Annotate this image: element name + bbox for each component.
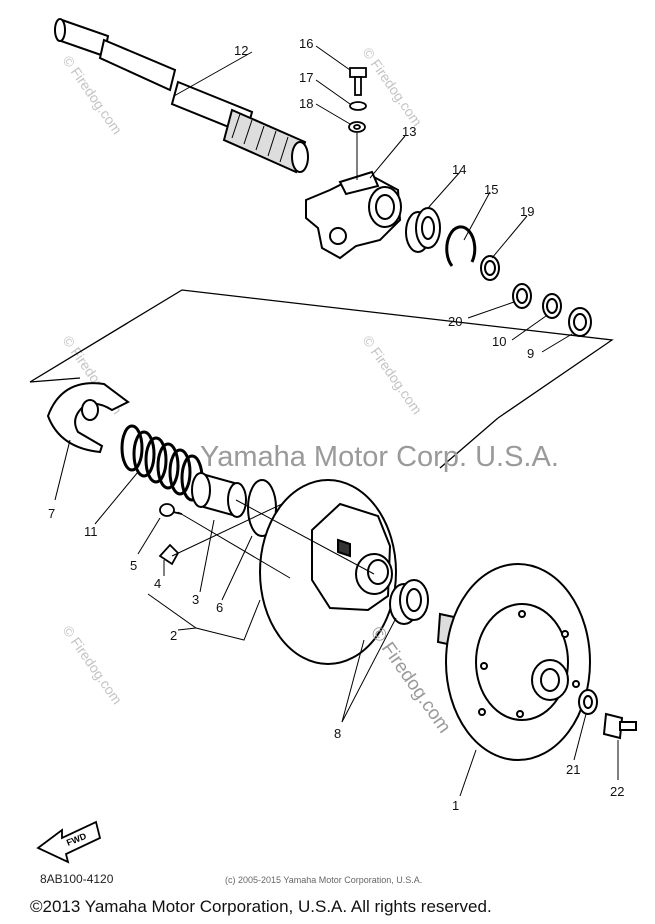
callout-3: 3 [192,592,199,607]
washer-21 [578,689,598,715]
leader-lines [54,45,619,797]
bushing-8 [389,579,429,625]
ring-19 [480,255,500,281]
callout-13: 13 [402,124,416,139]
callout-9: 9 [527,346,534,361]
shaft-12 [54,18,309,174]
callout-labels: 12 16 17 18 13 14 15 19 20 10 9 7 11 5 4… [48,36,624,813]
watermark-yamaha: Yamaha Motor Corp. U.S.A. [200,441,559,473]
callout-1: 1 [452,798,459,813]
callout-15: 15 [484,182,498,197]
callout-7: 7 [48,506,55,521]
nut-18 [348,121,366,133]
washer-20 [512,283,532,309]
callout-10: 10 [492,334,506,349]
guide-lines [171,499,375,579]
fwd-arrow-icon: FWD [36,820,102,864]
exploded-parts-diagram: © Firedog.com © Firedog.com © Firedog.co… [29,18,637,864]
spring-11 [120,424,204,502]
bolt-22 [602,712,637,740]
bolt-16 [349,67,367,96]
washer-9 [568,307,592,337]
sheave-1 [436,563,591,761]
bracket-13 [305,170,402,260]
callout-5: 5 [130,558,137,573]
sheave-6 [247,479,397,665]
callout-12: 12 [234,43,248,58]
callout-14: 14 [452,162,466,177]
watermark-site: © Firedog.com [360,45,426,130]
callout-8: 8 [334,726,341,741]
clip-10 [542,293,562,319]
callout-11: 11 [84,524,98,539]
callout-4: 4 [154,576,161,591]
callout-21: 21 [566,762,580,777]
copyright-notice: ©2013 Yamaha Motor Corporation, U.S.A. A… [30,897,492,916]
callout-16: 16 [299,36,313,51]
sleeve-3 [191,472,247,518]
callout-18: 18 [299,96,313,111]
part-code: 8AB100-4120 [40,872,114,886]
callout-6: 6 [216,600,223,615]
callout-22: 22 [610,784,624,799]
small-copyright: (c) 2005-2015 Yamaha Motor Corporation, … [225,875,423,885]
callout-17: 17 [299,70,313,85]
watermark-site: © Firedog.com [60,623,126,708]
callout-2: 2 [170,628,177,643]
callout-19: 19 [520,204,534,219]
cam-7 [46,382,130,454]
washer-17 [349,101,367,111]
assembly-frame-lines [29,289,614,469]
watermark-site: © Firedog.com [360,333,426,418]
circlip-15 [445,225,477,267]
bolt-5 [159,503,183,517]
bearing-14 [405,207,441,253]
callout-20: 20 [448,314,462,329]
